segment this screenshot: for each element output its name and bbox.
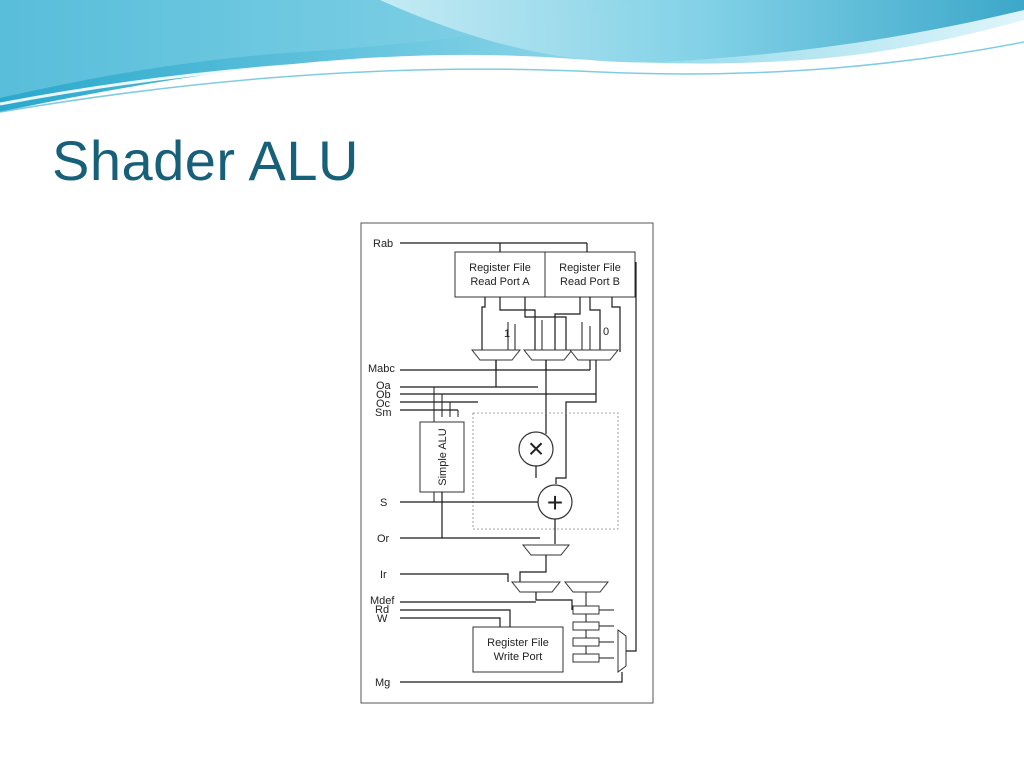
- signal-rd: Rd: [375, 604, 389, 616]
- multiply-symbol: ×: [528, 433, 544, 464]
- read-port-b-label-2: Read Port B: [560, 276, 620, 288]
- signal-mdef: Mdef: [370, 595, 395, 607]
- header-wave-decoration: [0, 0, 1024, 113]
- write-port-label-1: Register File: [487, 637, 549, 649]
- writeback-mux: [510, 581, 562, 593]
- signal-or: Or: [377, 533, 390, 545]
- read-port-b-label-1: Register File: [559, 262, 621, 274]
- simple-alu-block: [419, 421, 465, 493]
- final-mux: [617, 629, 627, 673]
- read-port-block: [454, 251, 636, 298]
- signal-w: W: [377, 613, 388, 625]
- shader-alu-diagram: Register File Read Port A Register File …: [360, 222, 654, 704]
- signal-sm: Sm: [375, 407, 392, 419]
- diagram-frame: [360, 222, 654, 704]
- write-port-block: [472, 626, 564, 673]
- signal-oa: Oa: [376, 380, 392, 392]
- output-mux: [521, 544, 571, 556]
- mux-row: [470, 349, 620, 361]
- simple-alu-label: Simple ALU: [437, 428, 449, 486]
- signal-mg: Mg: [375, 677, 390, 689]
- signal-ob: Ob: [376, 389, 391, 401]
- select-mux: [563, 581, 610, 593]
- signal-s: S: [380, 497, 387, 509]
- read-port-a-label-2: Read Port A: [470, 276, 530, 288]
- constant-one-label: 1: [504, 328, 510, 340]
- write-port-label-2: Write Port: [494, 651, 543, 663]
- mad-region: [472, 412, 619, 530]
- read-port-a-label-1: Register File: [469, 262, 531, 274]
- constant-zero-label: 0: [603, 326, 609, 338]
- add-symbol: +: [547, 487, 563, 518]
- signal-oc: Oc: [376, 398, 391, 410]
- signal-rab: Rab: [373, 238, 393, 250]
- slide-title: Shader ALU: [52, 129, 359, 192]
- signal-mabc: Mabc: [368, 363, 395, 375]
- signal-ir: Ir: [380, 569, 387, 581]
